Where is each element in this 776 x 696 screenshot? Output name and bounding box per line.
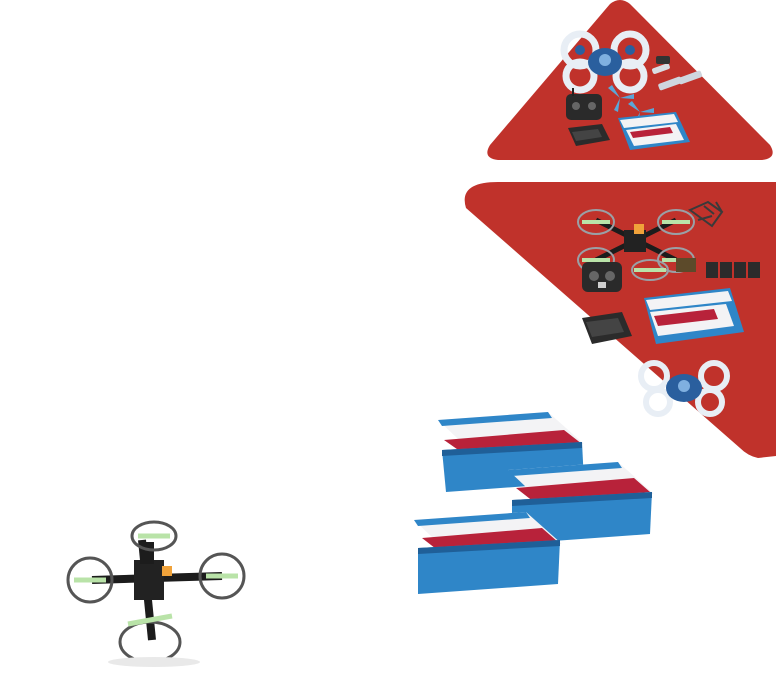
mini-drone-icon xyxy=(638,360,730,417)
racing-drone-icon xyxy=(577,209,695,273)
mini-drone-icon xyxy=(560,30,650,94)
battery-icon xyxy=(652,56,703,91)
storage-box-icon xyxy=(644,288,744,344)
propeller-icon xyxy=(631,258,696,281)
fpv-goggles-icon xyxy=(582,312,632,344)
storage-box-icon xyxy=(618,112,690,150)
racing-drone-kit-panel xyxy=(464,182,776,458)
remote-controller-icon xyxy=(582,262,622,292)
mini-drone-kit-panel xyxy=(487,0,773,160)
storage-box-icon xyxy=(414,512,562,594)
fpv-goggles-icon xyxy=(568,124,610,146)
remote-controller-icon xyxy=(566,88,602,120)
storage-boxes-group xyxy=(414,412,654,594)
frame-parts-icon xyxy=(688,200,724,228)
battery-icon xyxy=(706,262,760,278)
racing-drone-image xyxy=(66,520,246,667)
